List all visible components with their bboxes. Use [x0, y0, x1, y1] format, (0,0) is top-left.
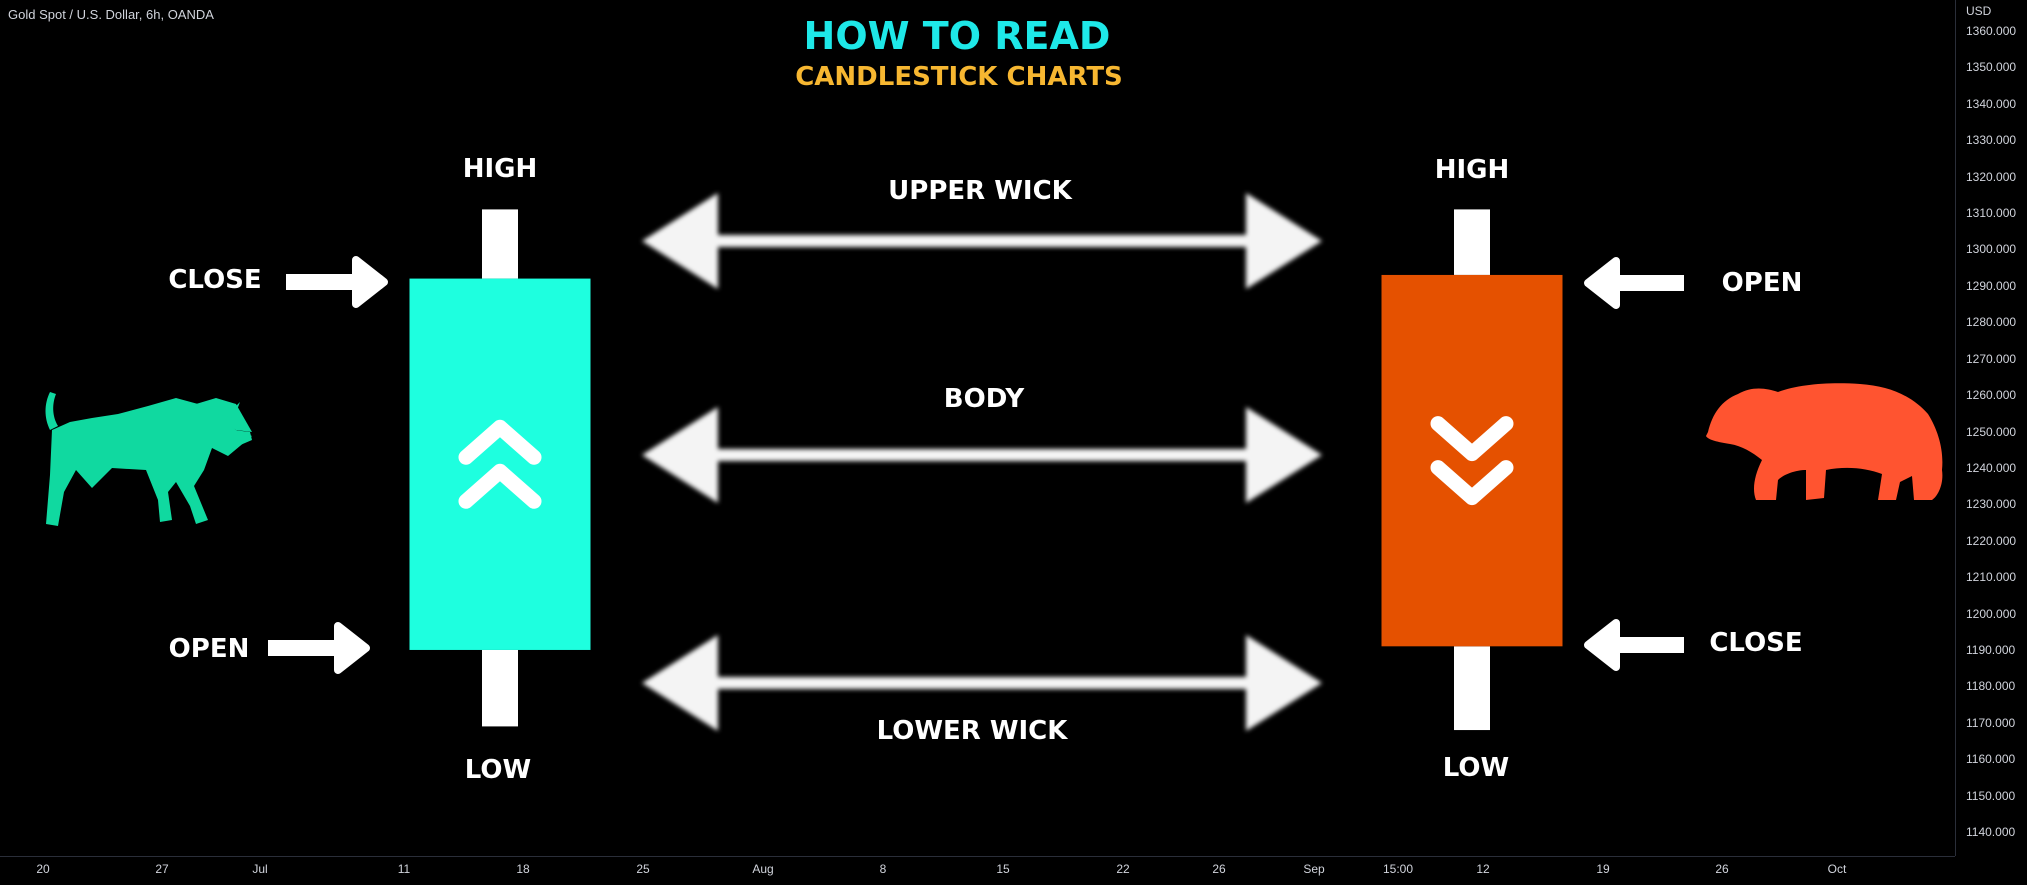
bull-icon: [45, 392, 252, 526]
time-tick: Jul: [252, 862, 268, 876]
time-tick: 27: [155, 862, 169, 876]
price-tick: 1340.000: [1966, 96, 2017, 111]
time-axis[interactable]: [0, 856, 1955, 885]
price-tick: 1140.000: [1966, 825, 2016, 839]
price-tick: 1180.000: [1966, 679, 2016, 694]
time-tick: 8: [879, 862, 887, 876]
double-chevron-up-icon: [458, 419, 542, 509]
arrow-left-icon: [1584, 257, 1684, 309]
time-tick: 26: [1212, 862, 1226, 876]
price-tick: 1150.000: [1966, 788, 2016, 803]
arrow-right-icon: [268, 622, 370, 674]
price-tick: 1310.000: [1966, 206, 2017, 221]
price-tick: 1250.000: [1966, 424, 2017, 439]
bear-high-label: HIGH: [1434, 155, 1510, 185]
body-label: BODY: [943, 384, 1025, 414]
bear-open-label: OPEN: [1721, 268, 1803, 298]
bull-open-label: OPEN: [168, 634, 250, 664]
bear-icon: [1706, 383, 1943, 500]
price-tick: 1260.000: [1966, 388, 2017, 403]
upper-wick-double-arrow-icon: [642, 193, 1322, 289]
lower-wick-label: LOWER WICK: [876, 716, 1068, 746]
price-tick: 1290.000: [1966, 278, 2017, 293]
bearish-upper-wick: [1454, 209, 1490, 275]
bull-close-label: CLOSE: [168, 265, 262, 295]
symbol-title[interactable]: Gold Spot / U.S. Dollar, 6h, OANDA: [8, 7, 214, 22]
price-tick: 1330.000: [1966, 133, 2017, 148]
time-tick: 15:00: [1382, 862, 1414, 876]
upper-wick-label: UPPER WICK: [888, 176, 1072, 206]
time-tick: 26: [1715, 862, 1729, 876]
price-tick: 1240.000: [1966, 460, 2017, 475]
price-tick: 1270.000: [1966, 351, 2017, 366]
price-tick: 1360.000: [1966, 24, 2017, 38]
time-tick: 12: [1476, 862, 1490, 876]
time-tick: Sep: [1303, 862, 1325, 876]
bearish-lower-wick: [1454, 646, 1490, 731]
price-tick: 1190.000: [1966, 642, 2016, 657]
price-tick: 1160.000: [1966, 752, 2016, 767]
currency-label: USD: [1966, 4, 1992, 18]
body-double-arrow-icon: [642, 407, 1322, 503]
bull-high-label: HIGH: [462, 154, 538, 184]
bullish-lower-wick: [482, 649, 518, 727]
time-tick: 25: [636, 862, 650, 876]
time-tick: Oct: [1827, 862, 1847, 876]
bear-close-label: CLOSE: [1709, 628, 1803, 658]
bull-low-label: LOW: [464, 755, 532, 785]
price-tick: 1320.000: [1966, 169, 2017, 184]
time-tick: 19: [1596, 862, 1610, 876]
time-tick: 20: [36, 862, 50, 876]
price-tick: 1230.000: [1966, 497, 2017, 512]
price-tick: 1220.000: [1966, 533, 2017, 548]
time-tick: 15: [996, 862, 1010, 876]
time-tick: 22: [1116, 862, 1130, 876]
lower-wick-double-arrow-icon: [642, 635, 1322, 731]
price-tick: 1200.000: [1966, 606, 2017, 621]
price-tick: 1350.000: [1966, 60, 2017, 75]
price-tick: 1210.000: [1966, 570, 2017, 585]
bullish-upper-wick: [482, 209, 518, 279]
arrow-right-icon: [286, 256, 388, 308]
price-axis[interactable]: [1955, 0, 2027, 856]
price-tick: 1170.000: [1966, 715, 2016, 730]
time-tick: Aug: [752, 862, 774, 876]
time-tick: 11: [397, 862, 411, 876]
arrow-left-icon: [1584, 619, 1684, 671]
chart-subtitle: CANDLESTICK CHARTS: [795, 62, 1123, 92]
price-tick: 1280.000: [1966, 315, 2017, 330]
double-chevron-down-icon: [1430, 416, 1514, 506]
time-tick: 18: [516, 862, 530, 876]
bear-low-label: LOW: [1442, 753, 1510, 783]
chart-title: HOW TO READ: [803, 14, 1111, 58]
price-tick: 1300.000: [1966, 242, 2017, 257]
